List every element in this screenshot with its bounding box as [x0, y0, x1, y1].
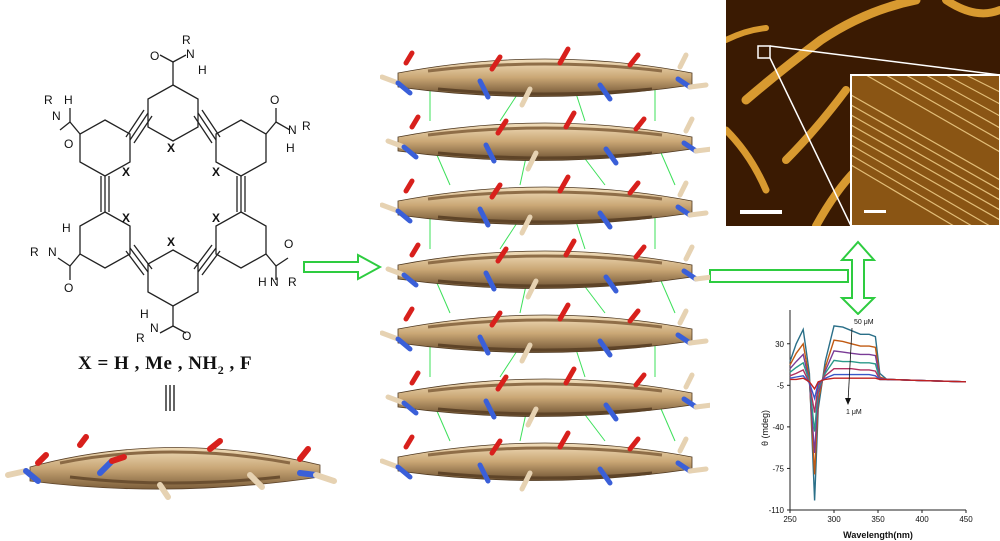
y-tick-label: -5	[777, 381, 785, 390]
n-label: N	[48, 245, 57, 259]
h-label: H	[286, 141, 295, 155]
stacked-nanotube-model	[380, 46, 710, 492]
afm-scale-bar	[740, 210, 782, 214]
y-tick-label: -110	[769, 506, 785, 515]
macrocycle-side-view	[5, 434, 337, 500]
o-label: O	[270, 93, 279, 107]
x-label: X	[212, 211, 220, 225]
arrow-branch	[709, 240, 877, 315]
equivalence-symbol	[165, 385, 175, 411]
n-label: N	[150, 321, 159, 335]
macrocycle-layer	[385, 110, 710, 172]
o-label: O	[64, 281, 73, 295]
n-label: N	[270, 275, 279, 289]
cd-series-line-1	[789, 339, 967, 475]
x-label: X	[122, 211, 130, 225]
n-label: N	[288, 123, 297, 137]
macrocycle-layer	[380, 430, 709, 492]
macrocycle-layer	[380, 302, 709, 364]
r-label: R	[44, 93, 53, 107]
formula-prefix: X = H , Me , NH	[78, 353, 218, 374]
cd-series-line-0	[789, 325, 967, 501]
macrocycle-layer	[380, 46, 709, 108]
macrocycle-layer	[385, 366, 710, 428]
y-axis-title: θ (mdeg)	[760, 410, 770, 446]
h-label: H	[62, 221, 71, 235]
macrocycle-layer	[385, 238, 710, 300]
x-tick-label: 400	[915, 515, 929, 524]
y-tick-label: 30	[775, 340, 784, 349]
x-tick-label: 250	[783, 515, 797, 524]
x-label: X	[122, 165, 130, 179]
afm-inset-scale-bar	[864, 210, 886, 213]
r-label: R	[182, 33, 191, 47]
n-label: N	[52, 109, 61, 123]
substituent-formula: X = H , Me , NH2 , F	[78, 353, 278, 378]
y-tick-label: -75	[772, 464, 784, 473]
h-label: H	[258, 275, 267, 289]
annotation-50uM: 50 μM	[854, 319, 874, 326]
x-label: X	[167, 141, 175, 155]
r-label: R	[288, 275, 297, 289]
x-tick-label: 300	[827, 515, 841, 524]
x-label: X	[212, 165, 220, 179]
afm-image	[726, 0, 1000, 226]
y-tick-label: -40	[772, 423, 784, 432]
macrocycle-structure: O N H R R H N O N H R O H N R O O H N R …	[30, 33, 311, 345]
x-tick-label: 450	[959, 515, 973, 524]
annotation-1uM: 1 μM	[846, 409, 862, 416]
r-label: R	[136, 331, 145, 345]
r-label: R	[302, 119, 311, 133]
x-tick-label: 350	[871, 515, 885, 524]
cd-series-line-6	[790, 377, 967, 391]
o-label: O	[284, 237, 293, 251]
r-label: R	[30, 245, 39, 259]
o-label: O	[64, 137, 73, 151]
x-label: X	[167, 235, 175, 249]
cd-series-line-2	[789, 350, 967, 454]
o-label: O	[182, 329, 191, 343]
macrocycle-layer	[380, 174, 709, 236]
cd-spectrum-chart: 250 300 350 400 450 30 -5 -40 -75 -110 θ (mdeg) W…	[760, 310, 973, 540]
h-label: H	[198, 63, 207, 77]
concentration-arrow	[847, 327, 853, 403]
arrow-right-1	[303, 253, 383, 281]
o-label: O	[150, 49, 159, 63]
h-label: H	[64, 93, 73, 107]
h-label: H	[140, 307, 149, 321]
n-label: N	[186, 47, 195, 61]
formula-suffix: , F	[224, 353, 253, 374]
x-axis-title: Wavelength(nm)	[843, 530, 913, 540]
formula-subscript: 2	[217, 362, 225, 377]
